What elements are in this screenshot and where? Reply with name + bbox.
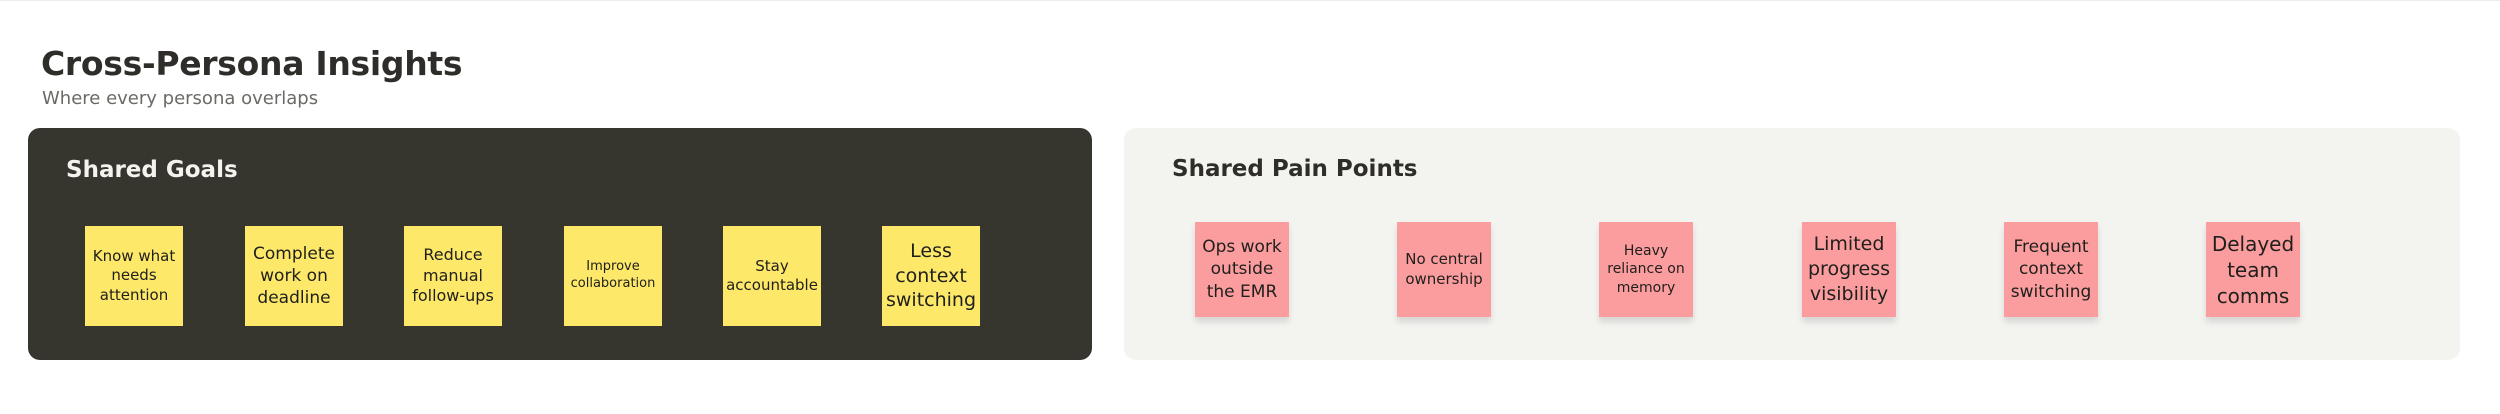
sticky-note-pain-point[interactable]: Limited progress visibility	[1802, 222, 1896, 317]
sticky-note-pain-point[interactable]: Frequent context switching	[2004, 222, 2098, 317]
sticky-note-pain-point[interactable]: Delayed team comms	[2206, 222, 2300, 317]
sticky-note-pain-point[interactable]: No central ownership	[1397, 222, 1491, 317]
sticky-note-goal[interactable]: Stay accountable	[723, 226, 821, 326]
sticky-note-goal[interactable]: Improve collaboration	[564, 226, 662, 326]
page-title: Cross-Persona Insights	[41, 44, 463, 83]
shared-pain-points-title: Shared Pain Points	[1172, 156, 1418, 182]
page-subtitle: Where every persona overlaps	[42, 88, 319, 109]
top-divider	[0, 0, 2500, 1]
sticky-note-goal[interactable]: Reduce manual follow-ups	[404, 226, 502, 326]
sticky-note-pain-point[interactable]: Heavy reliance on memory	[1599, 222, 1693, 317]
shared-goals-panel[interactable]: Shared Goals Know what needs attention C…	[28, 128, 1092, 360]
sticky-note-goal[interactable]: Less context switching	[882, 226, 980, 326]
sticky-note-goal[interactable]: Know what needs attention	[85, 226, 183, 326]
sticky-note-pain-point[interactable]: Ops work outside the EMR	[1195, 222, 1289, 317]
shared-pain-points-panel[interactable]: Shared Pain Points Ops work outside the …	[1124, 128, 2460, 360]
sticky-note-goal[interactable]: Complete work on deadline	[245, 226, 343, 326]
shared-goals-title: Shared Goals	[66, 157, 238, 183]
